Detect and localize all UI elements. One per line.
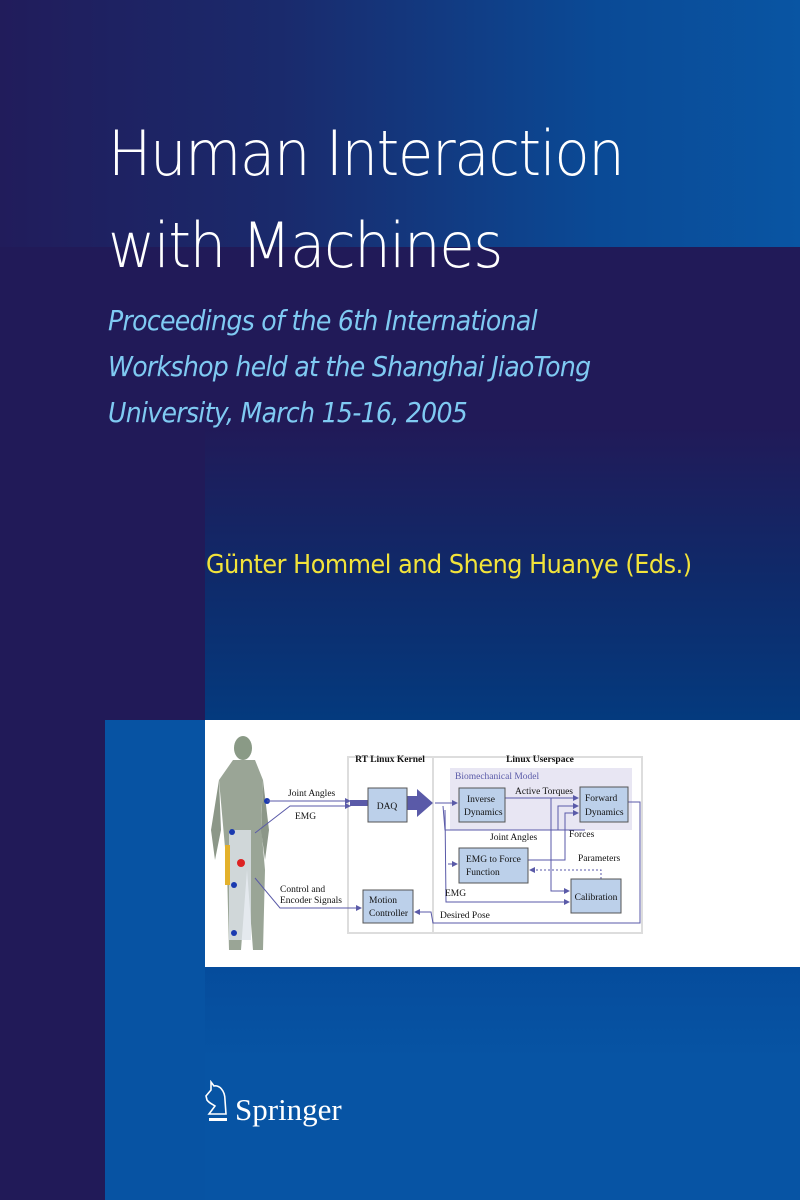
inverse-label-2: Dynamics (464, 808, 503, 818)
subtitle-line-2: Workshop held at the Shanghai JiaoTong (108, 350, 591, 383)
joint-angles-label: Joint Angles (288, 789, 336, 799)
motion-label-1: Motion (369, 896, 397, 906)
human-figure-illustration (211, 736, 270, 950)
title-line-2: with Machines (108, 209, 503, 282)
editors: Günter Hommel and Sheng Huanye (Eds.) (206, 550, 692, 580)
emg-label-2: EMG (445, 889, 466, 899)
joint-angles-label-2: Joint Angles (490, 833, 538, 843)
subtitle-line-3: University, March 15-16, 2005 (108, 396, 468, 429)
cover-diagram: RT Linux Kernel Linux Userspace Biomecha… (205, 720, 800, 967)
control-label-2: Encoder Signals (280, 896, 342, 906)
title-line-1: Human Interaction (108, 117, 625, 190)
forces-label: Forces (569, 830, 595, 840)
book-title: Human Interaction with Machines (108, 108, 625, 292)
middle-gradient-block (205, 247, 800, 720)
forward-label-1: Forward (585, 794, 617, 804)
biomech-label: Biomechanical Model (455, 772, 540, 782)
userspace-frame (432, 756, 643, 934)
calibration-label: Calibration (575, 893, 618, 903)
calibration-box: Calibration (570, 878, 622, 914)
motion-label-2: Controller (369, 909, 409, 919)
inverse-label-1: Inverse (467, 795, 495, 805)
top-gradient-band (0, 0, 800, 247)
kernel-label: RT Linux Kernel (355, 755, 425, 765)
subtitle-line-1: Proceedings of the 6th International (108, 304, 538, 337)
daq-label: DAQ (377, 802, 398, 812)
publisher-name: Springer (235, 1092, 342, 1127)
emgforce-label-1: EMG to Force (466, 855, 521, 865)
control-label-1: Control and (280, 885, 325, 895)
userspace-label: Linux Userspace (506, 755, 574, 765)
emg-label: EMG (295, 812, 316, 822)
system-diagram: RT Linux Kernel Linux Userspace Biomecha… (211, 736, 643, 950)
diagram-connectors (254, 789, 641, 924)
springer-horse-icon (205, 1080, 227, 1121)
parameters-label: Parameters (578, 854, 621, 864)
desired-pose-label: Desired Pose (440, 911, 490, 921)
active-torques-label: Active Torques (515, 787, 573, 797)
forward-label-2: Dynamics (585, 808, 624, 818)
emgforce-label-2: Function (466, 868, 500, 878)
publisher-logo: Springer (205, 1080, 342, 1126)
book-subtitle: Proceedings of the 6th International Wor… (108, 298, 591, 436)
bottom-blue-block-inner (205, 967, 800, 1200)
daq-box: DAQ (367, 787, 408, 823)
